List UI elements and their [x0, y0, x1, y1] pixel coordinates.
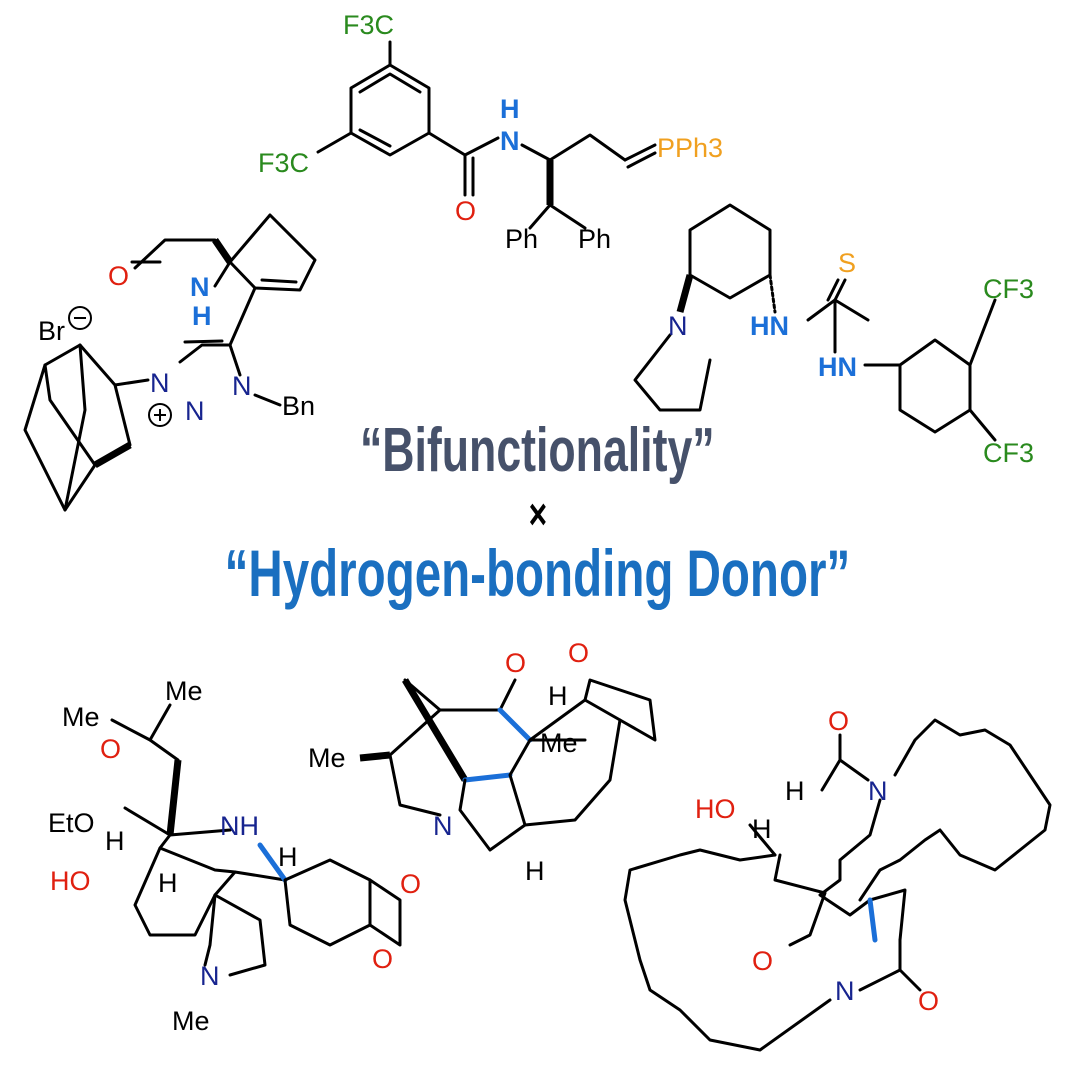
amide-nitrogen-label: N	[500, 126, 520, 156]
methyl-label: Me	[62, 702, 100, 732]
left-alkaloid-molecule: Me Me O EtO NH H H HO H N Me O O	[48, 676, 421, 1036]
formyl-hydrogen-label: H	[785, 776, 805, 806]
lactam-hydrogen-label: H	[192, 301, 212, 331]
hydrogen-label: H	[548, 681, 568, 711]
ketone-oxygen-label: O	[568, 638, 589, 668]
thiourea-nh-label: HN	[750, 311, 789, 341]
ketone-oxygen-label: O	[505, 648, 526, 678]
dioxole-oxygen-label: O	[372, 944, 393, 974]
phenyl-label: Ph	[505, 224, 538, 254]
hydrogen-label: H	[105, 826, 125, 856]
negative-charge-icon	[68, 306, 92, 330]
hydroxyl-label: HO	[50, 866, 91, 896]
lactam-nitrogen-label: N	[190, 272, 210, 302]
n-methyl-label: Me	[172, 1006, 210, 1036]
methyl-label: Me	[165, 676, 203, 706]
dioxole-oxygen-label: O	[400, 869, 421, 899]
triazole-n1-label: N	[150, 368, 170, 398]
title-text: “Hydrogen-bonding Donor”	[224, 536, 851, 610]
title-bifunctionality: “Bifunctionality”	[0, 415, 1075, 486]
title-hydrogen-bonding-donor: “Hydrogen-bonding Donor”	[0, 535, 1075, 611]
hydrogen-label: H	[752, 814, 772, 844]
title-text: “Bifunctionality”	[360, 416, 715, 485]
amine-nh-label: NH	[220, 811, 259, 841]
amine-nitrogen-label: N	[433, 811, 453, 841]
cf3-label: F3C	[258, 148, 309, 178]
ethoxy-label: EtO	[48, 808, 95, 838]
middle-alkaloid-molecule: O O H Me Me N H	[308, 638, 657, 886]
methyl-label: Me	[308, 743, 346, 773]
amine-nitrogen-label: N	[200, 961, 220, 991]
times-text: ×	[528, 490, 547, 539]
lactam-oxygen-label: O	[108, 261, 129, 291]
ketone-oxygen-label: O	[752, 946, 773, 976]
lactam-oxygen-label: O	[918, 986, 939, 1016]
ester-oxygen-label: O	[100, 734, 121, 764]
methyl-label: Me	[540, 728, 578, 758]
phenyl-label: Ph	[578, 224, 611, 254]
right-macrocycle-molecule: O H N HO H O N O	[623, 706, 1052, 1052]
hydrogen-label: H	[278, 842, 298, 872]
nh-hydrogen-label: H	[500, 94, 520, 124]
pph3-label: PPh3	[657, 133, 723, 163]
hydrogen-label: H	[525, 856, 545, 886]
formyl-oxygen-label: O	[828, 706, 849, 736]
benzyl-label: Bn	[282, 391, 315, 421]
lactam-nitrogen-label: N	[835, 976, 855, 1006]
carbonyl-oxygen-label: O	[455, 196, 476, 226]
cf3-label: F3C	[343, 10, 394, 40]
amide-phosphorane-molecule: F3C F3C H N O PPh3 Ph Ph	[258, 10, 723, 254]
hydroxyl-label: HO	[695, 794, 736, 824]
cf3-label: CF3	[983, 438, 1034, 468]
positive-charge-icon	[148, 403, 172, 427]
times-symbol: ×	[0, 490, 1075, 540]
triazolium-molecule: O N H Br N N N Bn	[23, 213, 317, 512]
pyrrolidine-nitrogen-label: N	[668, 311, 688, 341]
amide-nitrogen-label: N	[868, 776, 888, 806]
thiourea-nh-label: HN	[818, 352, 857, 382]
bromide-label: Br	[38, 316, 65, 346]
hydrogen-label: H	[158, 868, 178, 898]
triazole-n2-label: N	[185, 396, 205, 426]
sulfur-label: S	[838, 248, 856, 278]
triazole-n3-label: N	[232, 371, 252, 401]
cf3-label: CF3	[983, 274, 1034, 304]
thiourea-molecule: N S HN HN CF3 CF3	[633, 203, 1034, 468]
